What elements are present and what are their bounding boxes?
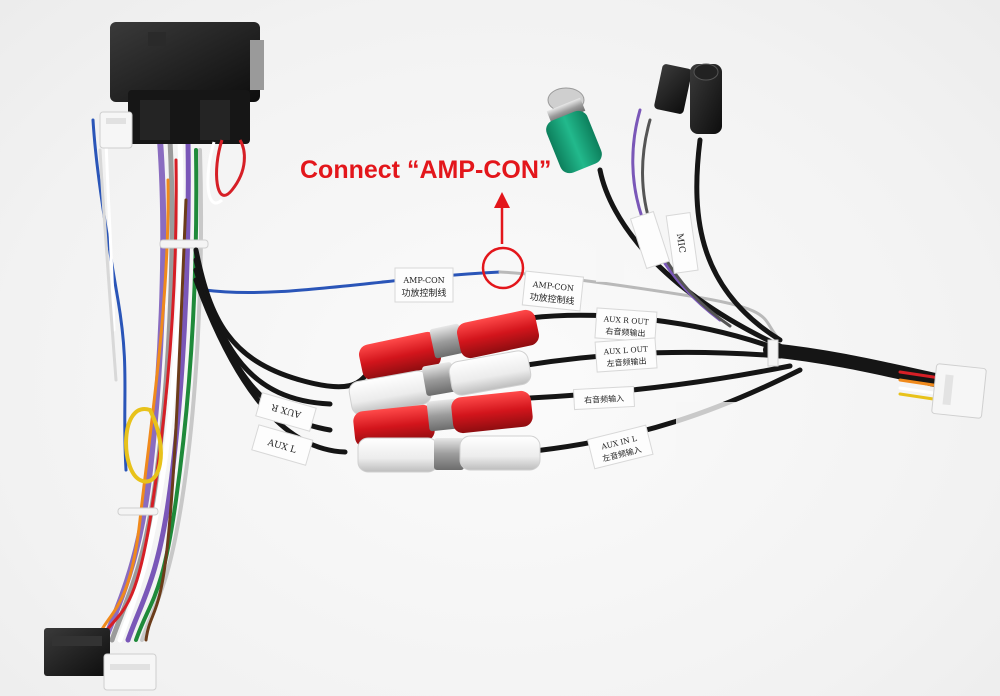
tape-strip [596, 242, 624, 282]
tape-strip [676, 402, 738, 472]
tag-amp-con-1-cn: 功放控制线 [401, 287, 446, 299]
green-rca-plug [546, 87, 602, 174]
tag-amp-con-2: AMP-CON 功放控制线 [521, 270, 585, 312]
tag-mic: MIC [665, 212, 699, 274]
tag-aux-l-out-cn: 左音频输出 [606, 356, 647, 369]
left-wire-bundle [91, 118, 209, 643]
tag-aux-l-out-en: AUX L OUT [602, 344, 648, 356]
tag-mic-text: MIC [674, 233, 687, 254]
rca-plug-pair-3 [353, 390, 533, 448]
annotation-circle [481, 246, 525, 290]
bottom-connectors [44, 628, 157, 691]
tag-aux-r-out-cn: 右音频输出 [605, 326, 646, 339]
rca-plug-pair-2 [348, 350, 532, 416]
tag-aux-l: AUX L [251, 424, 314, 466]
annotation-arrow-head [494, 192, 510, 208]
tag-purple-cable [629, 210, 671, 270]
tag-aux-l-out: AUX L OUT 左音频输出 [594, 337, 658, 373]
rca-plug-pair-1 [358, 309, 540, 381]
tag-aux-r: AUX R [255, 392, 317, 432]
tag-amp-con-1-en: AMP-CON [402, 276, 444, 285]
top-iso-connector [110, 22, 264, 205]
tag-aux-r-out: AUX R OUT 右音频输出 [594, 307, 658, 343]
right-white-connector [931, 363, 987, 419]
tag-aux-r-in: 右音频输入 [572, 385, 636, 411]
small-white-connector-top [99, 111, 133, 149]
rca-plug-pair-4 [357, 435, 541, 473]
tag-amp-con-2-en: AMP-CON [531, 280, 574, 293]
tag-amp-con-1: AMP-CON 功放控制线 [394, 267, 454, 303]
amp-con-annotation: Connect “AMP-CON” [300, 156, 551, 290]
tag-aux-r-in-cn: 右音频输入 [584, 393, 624, 405]
tag-aux-r-out-en: AUX R OUT [603, 314, 649, 326]
mic-jack [654, 63, 722, 134]
annotation-text: Connect “AMP-CON” [300, 156, 551, 184]
tag-aux-l-in: AUX IN L 左音频输入 [586, 424, 654, 470]
